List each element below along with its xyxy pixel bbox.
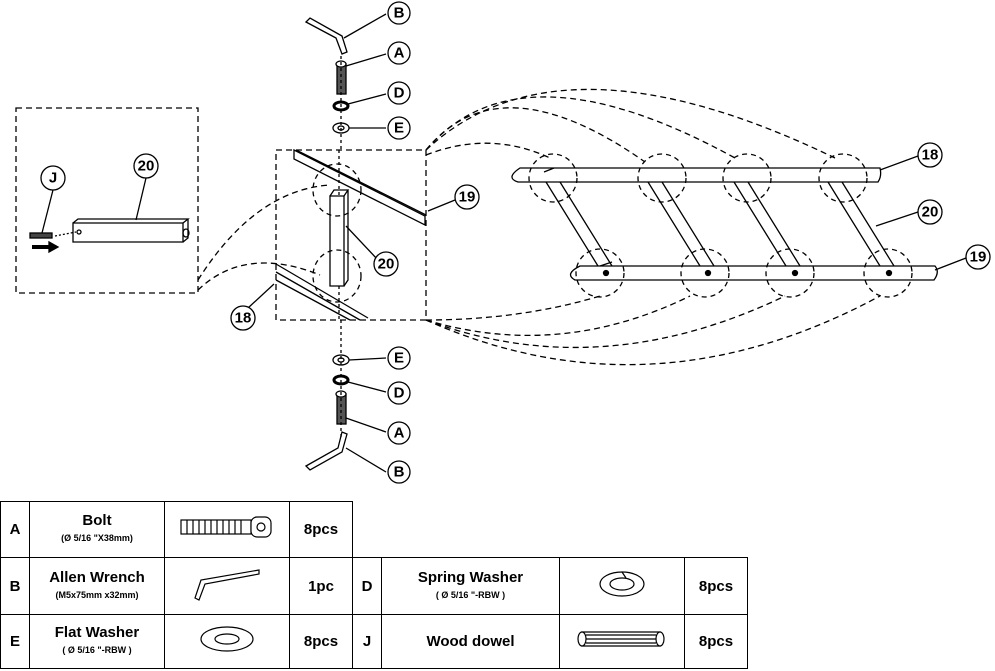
parts-row-e-j: E Flat Washer( Ø 5/16 "-RBW ) 8pcs J Woo…	[0, 614, 748, 669]
part-name-d: Spring Washer( Ø 5/16 "-RBW )	[381, 557, 560, 615]
frame-part-19	[293, 148, 427, 227]
part-qty-j: 8pcs	[684, 614, 748, 669]
callout-j: J	[49, 170, 57, 187]
part-code-a: A	[0, 501, 30, 558]
part-code-e: E	[0, 614, 30, 669]
leg-part-20-detail	[54, 218, 190, 243]
allen-wrench-bottom	[304, 431, 348, 471]
callout-d-bottom: D	[394, 385, 405, 402]
part-name-a: Bolt(Ø 5/16 "X38mm)	[29, 501, 165, 558]
wood-dowel-icon	[559, 614, 685, 669]
part-code-b: B	[0, 557, 30, 615]
parts-row-b-d: B Allen Wrench(M5x75mm x32mm) 1pc D Spri…	[0, 557, 748, 615]
part-qty-e: 8pcs	[289, 614, 353, 669]
part-name-j: Wood dowel	[381, 614, 560, 669]
callout-e-bottom: E	[394, 350, 404, 367]
bolt-top	[335, 60, 347, 95]
callout-a-bottom: A	[394, 425, 405, 442]
callout-18-right: 18	[922, 147, 939, 164]
callout-18-mid: 18	[235, 310, 252, 327]
callout-a-top: A	[394, 45, 405, 62]
parts-row-a: A Bolt(Ø 5/16 "X38mm) 8pcs	[0, 501, 748, 558]
callout-b-top: B	[394, 5, 405, 22]
callout-20-right: 20	[922, 204, 939, 221]
part-name-b: Allen Wrench(M5x75mm x32mm)	[29, 557, 165, 615]
bolt-icon	[164, 501, 290, 558]
bolt-bottom	[335, 390, 347, 425]
callout-d-top: D	[394, 85, 405, 102]
callout-e-top: E	[394, 120, 404, 137]
leg-part-20-mid	[329, 150, 350, 320]
parts-table: A Bolt(Ø 5/16 "X38mm) 8pcs B Allen Wrenc…	[0, 501, 748, 669]
part-code-j: J	[352, 614, 382, 669]
frame-part-18	[275, 263, 369, 321]
callout-19-mid: 19	[459, 189, 476, 206]
assembled-frame	[511, 167, 938, 281]
wood-dowel-small	[29, 232, 60, 254]
assembly-diagram: B A D E J 20 19 20 18 E D A B 18 20 19	[15, 1, 991, 484]
part-qty-d: 8pcs	[684, 557, 748, 615]
part-qty-b: 1pc	[289, 557, 353, 615]
allen-wrench-icon	[164, 557, 290, 615]
callout-b-bottom: B	[394, 464, 405, 481]
spring-washer-icon	[559, 557, 685, 615]
part-code-d: D	[352, 557, 382, 615]
flat-washer-icon	[164, 614, 290, 669]
dowel-detail-box	[15, 107, 199, 294]
part-qty-a: 8pcs	[289, 501, 353, 558]
callout-20-mid: 20	[378, 256, 395, 273]
allen-wrench-top	[304, 17, 348, 55]
callout-19-right: 19	[970, 249, 987, 266]
joint-detail-box	[275, 149, 427, 321]
part-name-e: Flat Washer( Ø 5/16 "-RBW )	[29, 614, 165, 669]
callout-20-left: 20	[138, 158, 155, 175]
